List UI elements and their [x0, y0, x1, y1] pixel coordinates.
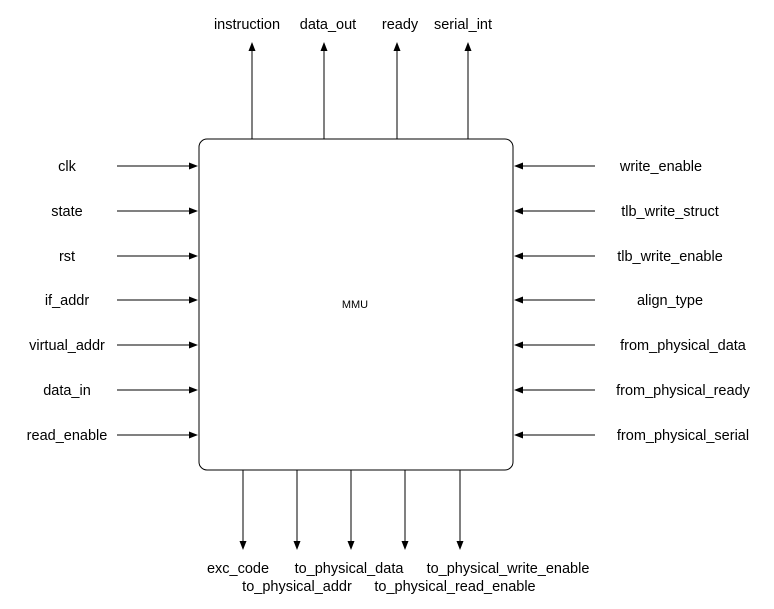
left-input-state: state [51, 204, 198, 220]
right-input-from-physical-ready: from_physical_ready [514, 383, 751, 399]
right-input-write-enable: write_enable [514, 159, 702, 175]
left-input-rst: rst [59, 249, 198, 265]
bottom-output-to-physical-data-label: to_physical_data [295, 561, 405, 577]
left-input-state-arrowhead [189, 207, 198, 215]
left-input-read-enable-arrowhead [189, 431, 198, 439]
top-output-data-out: data_out [300, 17, 356, 139]
right-input-from-physical-ready-arrowhead [514, 386, 523, 394]
top-output-serial-int: serial_int [434, 17, 492, 139]
top-output-serial-int-arrowhead [464, 42, 472, 51]
right-input-align-type: align_type [514, 293, 703, 309]
top-output-ready-arrowhead [393, 42, 401, 51]
left-input-if-addr-label: if_addr [45, 293, 90, 309]
right-input-align-type-arrowhead [514, 296, 523, 304]
left-input-data-in: data_in [43, 383, 198, 399]
left-input-state-label: state [51, 204, 82, 220]
left-input-clk-arrowhead [189, 162, 198, 170]
top-output-data-out-label: data_out [300, 17, 356, 33]
bottom-output-to-physical-addr: to_physical_addr [242, 470, 352, 595]
bottom-output-to-physical-read-enable-arrowhead [401, 541, 409, 550]
right-input-from-physical-serial: from_physical_serial [514, 428, 749, 444]
right-input-from-physical-data-label: from_physical_data [620, 338, 747, 354]
left-input-if-addr-arrowhead [189, 296, 198, 304]
left-input-virtual-addr-arrowhead [189, 341, 198, 349]
left-input-if-addr: if_addr [45, 293, 198, 309]
top-output-instruction-arrowhead [248, 42, 256, 51]
left-input-read-enable-label: read_enable [27, 428, 108, 444]
right-input-from-physical-serial-arrowhead [514, 431, 523, 439]
right-input-from-physical-data-arrowhead [514, 341, 523, 349]
right-input-tlb-write-enable: tlb_write_enable [514, 249, 723, 265]
left-input-read-enable: read_enable [27, 428, 198, 444]
right-input-write-enable-label: write_enable [619, 159, 702, 175]
bottom-output-exc-code-arrowhead [239, 541, 247, 550]
left-input-rst-arrowhead [189, 252, 198, 260]
bottom-output-to-physical-addr-label: to_physical_addr [242, 579, 352, 595]
right-input-from-physical-serial-label: from_physical_serial [617, 428, 749, 444]
right-input-from-physical-data: from_physical_data [514, 338, 747, 354]
left-input-data-in-label: data_in [43, 383, 91, 399]
left-input-virtual-addr-label: virtual_addr [29, 338, 105, 354]
bottom-output-exc-code: exc_code [207, 470, 269, 577]
right-input-tlb-write-enable-label: tlb_write_enable [617, 249, 723, 265]
left-input-data-in-arrowhead [189, 386, 198, 394]
top-output-serial-int-label: serial_int [434, 17, 492, 33]
right-input-align-type-label: align_type [637, 293, 703, 309]
bottom-output-to-physical-write-enable-arrowhead [456, 541, 464, 550]
right-input-write-enable-arrowhead [514, 162, 523, 170]
bottom-output-exc-code-label: exc_code [207, 561, 269, 577]
left-input-clk: clk [58, 159, 198, 175]
top-output-instruction: instruction [214, 17, 280, 139]
top-output-ready: ready [382, 17, 419, 139]
top-outputs: instruction data_out ready serial_int [214, 17, 492, 139]
right-input-tlb-write-enable-arrowhead [514, 252, 523, 260]
bottom-output-to-physical-data: to_physical_data [295, 470, 405, 577]
mmu-block [198, 138, 514, 471]
left-input-virtual-addr: virtual_addr [29, 338, 198, 354]
top-output-ready-label: ready [382, 17, 419, 33]
right-input-tlb-write-struct-label: tlb_write_struct [621, 204, 719, 220]
left-input-rst-label: rst [59, 249, 75, 265]
bottom-output-to-physical-read-enable-label: to_physical_read_enable [374, 579, 535, 595]
top-output-instruction-label: instruction [214, 17, 280, 33]
right-input-tlb-write-struct-arrowhead [514, 207, 523, 215]
top-output-data-out-arrowhead [320, 42, 328, 51]
bottom-output-to-physical-read-enable: to_physical_read_enable [374, 470, 536, 595]
right-input-tlb-write-struct: tlb_write_struct [514, 204, 719, 220]
left-inputs: clk state rst if_addr virtual_addr data_… [27, 159, 198, 444]
right-inputs: write_enable tlb_write_struct tlb_write_… [514, 159, 751, 444]
bottom-output-to-physical-addr-arrowhead [293, 541, 301, 550]
left-input-clk-label: clk [58, 159, 76, 175]
bottom-output-to-physical-write-enable: to_physical_write_enable [427, 470, 590, 577]
mmu-block-label: MMU [342, 299, 368, 311]
right-input-from-physical-ready-label: from_physical_ready [616, 383, 751, 399]
bottom-outputs: exc_code to_physical_addr to_physical_da… [207, 470, 589, 595]
bottom-output-to-physical-write-enable-label: to_physical_write_enable [427, 561, 590, 577]
bottom-output-to-physical-data-arrowhead [347, 541, 355, 550]
